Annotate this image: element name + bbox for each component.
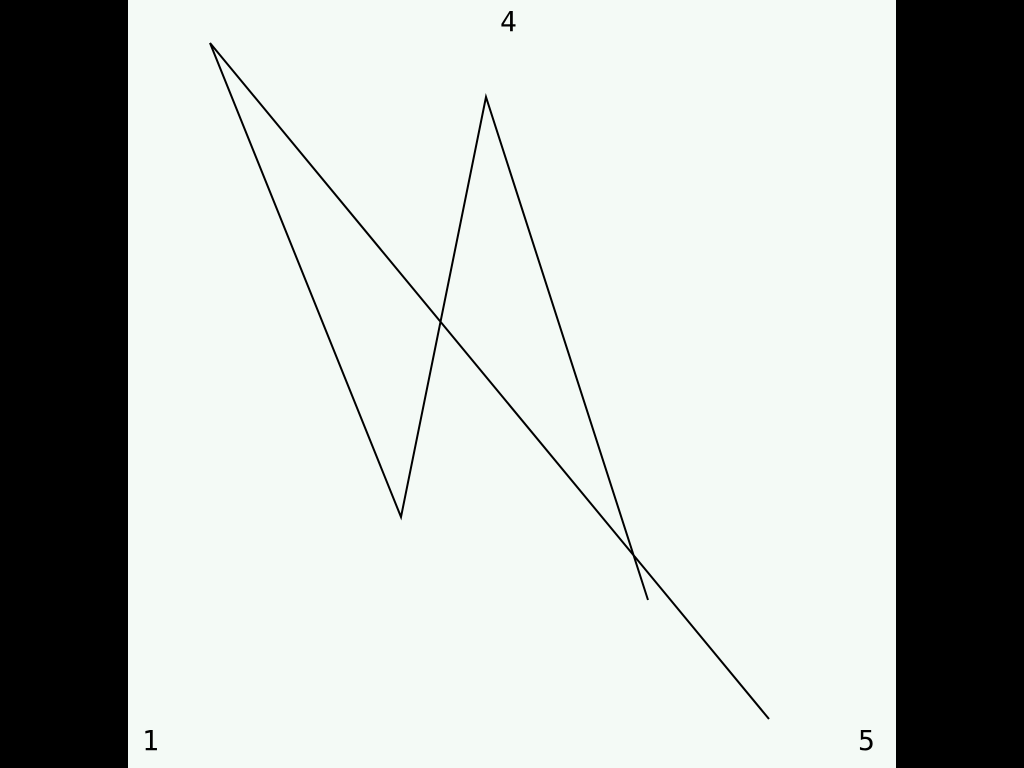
line-drawing [209, 42, 770, 720]
bottom-right-number-label: 5 [858, 724, 875, 757]
bottom-left-number-label: 1 [142, 724, 159, 757]
top-number-label: 4 [500, 5, 517, 38]
drawing-canvas: 4 1 5 [128, 0, 896, 768]
zigzag-path [209, 42, 649, 601]
diagonal-line [209, 42, 770, 720]
